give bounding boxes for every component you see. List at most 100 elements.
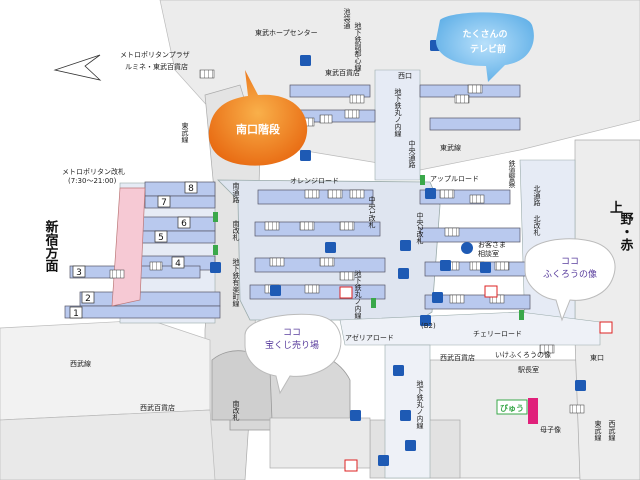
- stairs-icon: [349, 94, 365, 104]
- stairs-icon: [149, 261, 163, 271]
- stairs-icon: [269, 257, 285, 267]
- label-metro-gate-hours: (7:30～21:00): [68, 177, 117, 185]
- map-icons: [210, 40, 613, 472]
- label-tobu-hope-center: 東武ホープセンター: [255, 28, 318, 37]
- label-marunouchi-mid: 地下鉄丸ノ内線: [354, 269, 362, 319]
- label-minami-gate: 南改札: [232, 219, 240, 242]
- callout-lottery-text-1: ココ: [283, 328, 301, 338]
- stairs-icon: [109, 269, 125, 279]
- label-seibu-dept-right: 西武百貨店: [440, 353, 475, 362]
- label-orange-road: オレンジロード: [290, 177, 339, 185]
- label-kita-dori: 北通路: [533, 185, 541, 207]
- platform-number-6: 6: [181, 219, 187, 229]
- label-higashi-guchi: 東口: [590, 353, 604, 362]
- platform-7: [144, 195, 216, 209]
- label-boshi-zo: 母子像: [540, 425, 561, 434]
- label-ueno-direction-1: 上: [610, 201, 623, 216]
- callout-south-stairs: 南口階段: [208, 70, 308, 166]
- label-chuo2-gate: 中央2改札: [416, 211, 424, 245]
- label-minami-dori: 南通路: [232, 181, 240, 204]
- elevator-icon: [378, 455, 389, 466]
- elevator-icon: [480, 262, 491, 273]
- stairs-icon: [439, 189, 455, 199]
- label-metro-gate: メトロポリタン改札: [62, 167, 125, 176]
- elevator-icon: [400, 240, 411, 251]
- stairs-icon: [539, 344, 555, 354]
- elevator-icon: [398, 268, 409, 279]
- stairs-icon: [469, 194, 485, 204]
- label-tobu-line-right: 東武線: [594, 419, 602, 441]
- callout-lottery-text-2: 宝くじ売り場: [265, 339, 319, 351]
- platform-number-1: 1: [73, 309, 79, 319]
- callout-owl-text-1: ココ: [561, 257, 579, 267]
- elevator-icon: [270, 285, 281, 296]
- platform-1: [64, 305, 221, 319]
- callout-owl-statue: ココ ふくろうの像: [524, 238, 616, 322]
- elevator-icon: [350, 410, 361, 421]
- label-ikefukuro: いけふくろうの像: [495, 350, 551, 359]
- info-icon: [461, 242, 473, 254]
- label-azalea-road: アゼリアロード: [345, 333, 394, 342]
- label-station-master: 駅長室: [518, 365, 539, 374]
- platform-number-4: 4: [175, 259, 181, 269]
- label-seibu-line-right: 西武線: [608, 420, 616, 441]
- elevator-icon: [575, 380, 586, 391]
- platform-8: [144, 181, 216, 197]
- elevator-icon: [393, 365, 404, 376]
- label-marunouchi-top: 地下鉄丸ノ内線: [394, 87, 402, 137]
- platform-2: [79, 291, 221, 307]
- platform-number-8: 8: [188, 184, 194, 194]
- stairs-icon: [494, 261, 510, 271]
- label-chuo1-gate: 中央1改札: [368, 195, 376, 229]
- label-customer-desk-2: 相談室: [478, 249, 499, 258]
- label-shinjuku-direction: 新宿方面: [43, 219, 59, 273]
- callout-lottery: ココ 宝くじ売り場: [244, 313, 342, 395]
- stairs-icon: [304, 189, 320, 199]
- platform-5: [139, 230, 216, 244]
- label-police: 鉄道警察: [508, 159, 516, 188]
- elevator-icon: [432, 292, 443, 303]
- label-ikebukuro-dori: 池袋通: [343, 7, 351, 30]
- jr-view-logo: びゅう: [496, 398, 538, 424]
- stairs-icon: [319, 257, 335, 267]
- platform-number-5: 5: [158, 233, 164, 243]
- label-lumine-tobu: ルミネ・東武百貨店: [125, 62, 188, 71]
- label-ueno-direction-2: 野・赤: [618, 212, 634, 252]
- west-direction-arrow: [53, 54, 102, 81]
- callout-owl-text-2: ふくろうの像: [543, 268, 597, 280]
- label-minami-gate-bottom: 南改札: [232, 399, 240, 422]
- label-cherry-road: チェリーロード: [473, 330, 522, 338]
- label-tobu-line-left: 東武線: [181, 121, 189, 143]
- callout-south-stairs-text: 南口階段: [236, 122, 280, 136]
- stairs-icon: [444, 227, 460, 237]
- map-labels: メトロポリタンプラザ ルミネ・東武百貨店 メトロポリタン改札 (7:30～21:…: [43, 7, 634, 441]
- elevator-icon: [405, 440, 416, 451]
- label-chuo-dori-top: 中央通路: [408, 139, 416, 169]
- stairs-icon: [199, 69, 215, 79]
- callout-tv-text-2: テレビ前: [470, 43, 506, 55]
- stairs-icon: [467, 84, 483, 94]
- elevator-icon: [300, 150, 311, 161]
- label-fukutoshin-line: 地下鉄副都心線: [354, 21, 362, 71]
- toilet-icon: [484, 285, 498, 298]
- label-yurakucho-line: 地下鉄有楽町線: [232, 257, 240, 307]
- stairs-icon: [569, 404, 585, 414]
- elevator-icon: [300, 55, 311, 66]
- label-marunouchi-bottom: 地下鉄丸ノ内線: [416, 379, 424, 429]
- label-kita-gate: 北改札: [533, 215, 541, 237]
- platform-number-7: 7: [161, 198, 167, 208]
- toilet-icon: [599, 321, 613, 334]
- stairs-icon: [349, 189, 365, 199]
- platform-6: [139, 216, 216, 232]
- stairs-icon: [264, 221, 280, 231]
- toilet-icon: [339, 286, 353, 299]
- stairs-icon: [454, 94, 470, 104]
- label-tobu-dept-top: 東武百貨店: [325, 68, 360, 77]
- callout-tv: たくさんの テレビ前: [435, 12, 534, 83]
- label-metropolitan-plaza: メトロポリタンプラザ: [120, 50, 190, 59]
- label-seibu-dept-left: 西武百貨店: [140, 403, 175, 412]
- platform-numbers: 1 2 3 4 5 6 7 8: [69, 181, 198, 319]
- stairs-icon: [339, 271, 355, 281]
- label-nishi-guchi: 西口: [398, 72, 412, 80]
